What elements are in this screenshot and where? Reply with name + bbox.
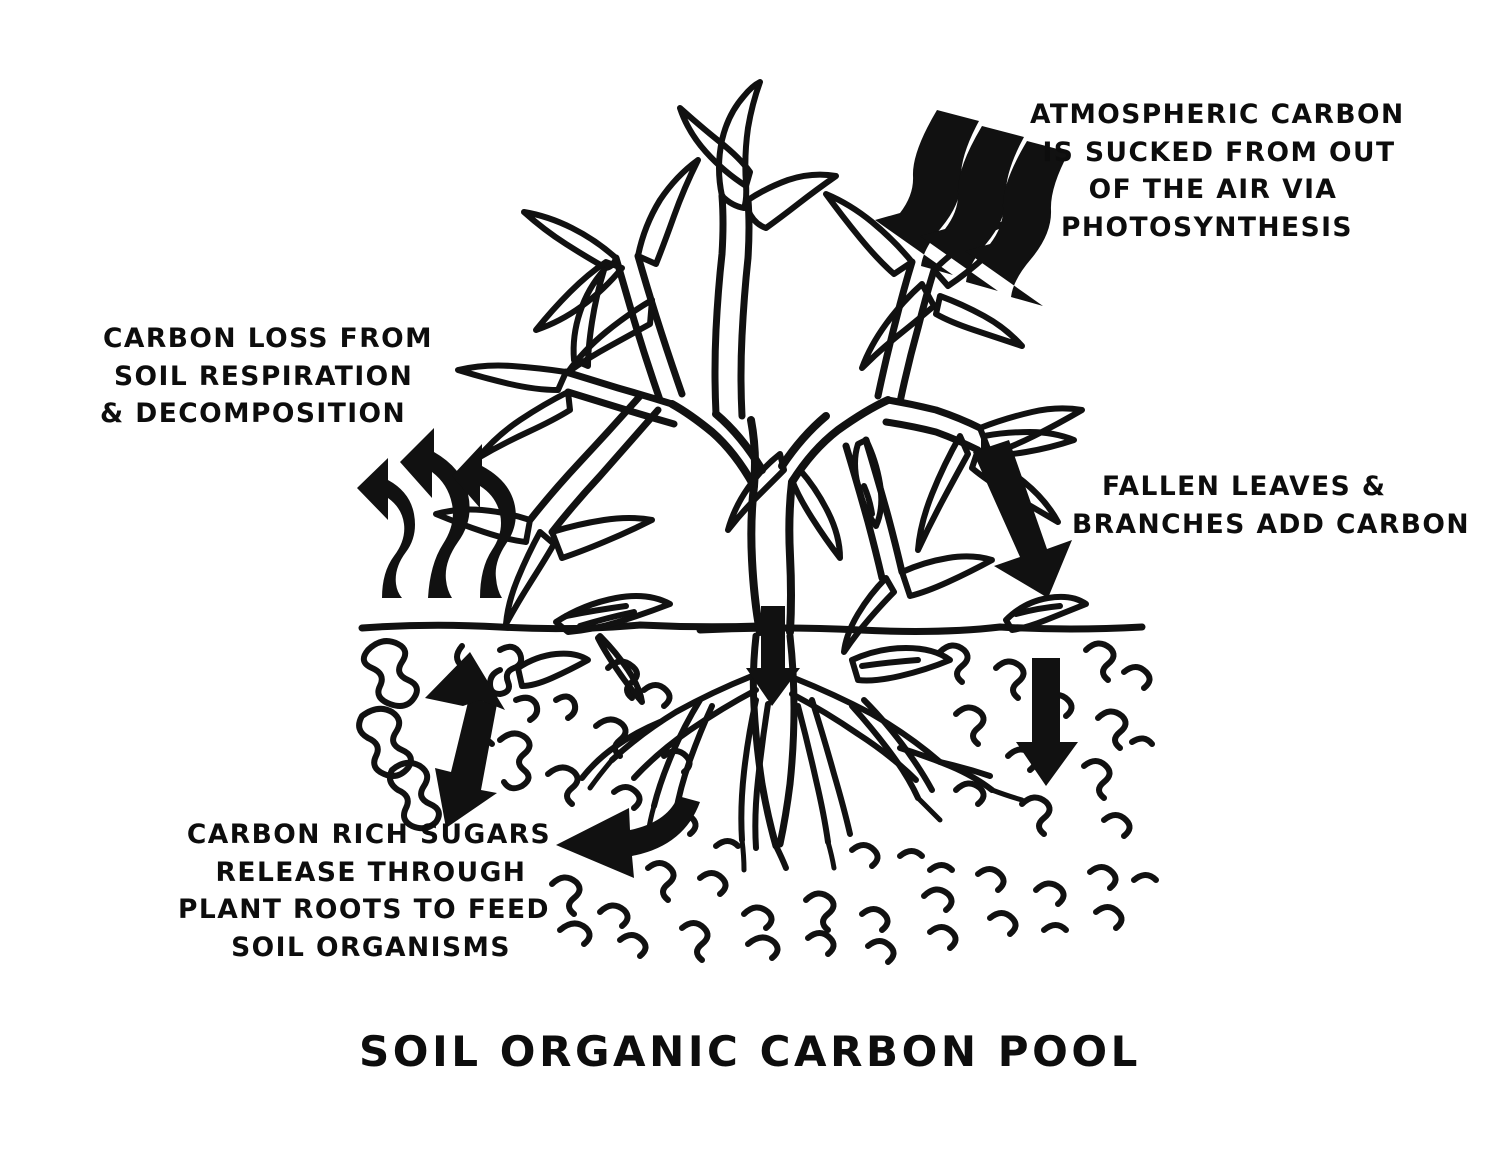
annotation-carbon-loss: CARBON LOSS FROM SOIL RESPIRATION & DECO… [100, 320, 520, 433]
annotation-line: BRANCHES ADD CARBON [1072, 508, 1471, 540]
annotation-line: SOIL RESPIRATION [114, 360, 414, 392]
annotation-line: SOIL ORGANISMS [231, 931, 511, 963]
exudate-up-arrow [425, 652, 505, 828]
annotation-line: OF THE AIR VIA [1088, 174, 1338, 206]
wavy-up-arrow-group [357, 428, 516, 598]
annotation-line: IS SUCKED FROM OUT [1042, 136, 1396, 168]
curved-left-arrow [556, 796, 700, 878]
buried-leaf [849, 645, 953, 684]
annotation-line: & DECOMPOSITION [100, 398, 407, 430]
root-system [579, 632, 1025, 873]
annotation-line: RELEASE THROUGH [215, 856, 527, 888]
trunk-down-arrow [746, 606, 800, 706]
plant-illustration [433, 79, 1085, 655]
annotation-line: ATMOSPHERIC CARBON [1030, 99, 1405, 130]
diagonal-down-arrow [973, 440, 1072, 598]
buried-leaf-small [515, 650, 591, 689]
wavy-down-arrow-group [875, 110, 1069, 306]
annotation-line: FALLEN LEAVES & [1102, 471, 1387, 502]
annotation-line: PLANT ROOTS TO FEED [178, 894, 550, 926]
annotation-line: PHOTOSYNTHESIS [1061, 211, 1353, 243]
diagram-title: SOIL ORGANIC CARBON POOL [358, 1027, 1141, 1076]
annotation-carbon-rich-sugars: CARBON RICH SUGARS RELEASE THROUGH PLANT… [178, 816, 550, 967]
burial-down-arrow [1016, 658, 1078, 786]
fallen-leaf-right [1003, 593, 1089, 633]
annotation-line: CARBON LOSS FROM [103, 323, 433, 354]
annotation-line: CARBON RICH SUGARS [186, 819, 552, 850]
annotation-fallen-leaves: FALLEN LEAVES & BRANCHES ADD CARBON [1072, 468, 1472, 543]
annotation-atmospheric-carbon: ATMOSPHERIC CARBON IS SUCKED FROM OUT OF… [1030, 96, 1405, 247]
